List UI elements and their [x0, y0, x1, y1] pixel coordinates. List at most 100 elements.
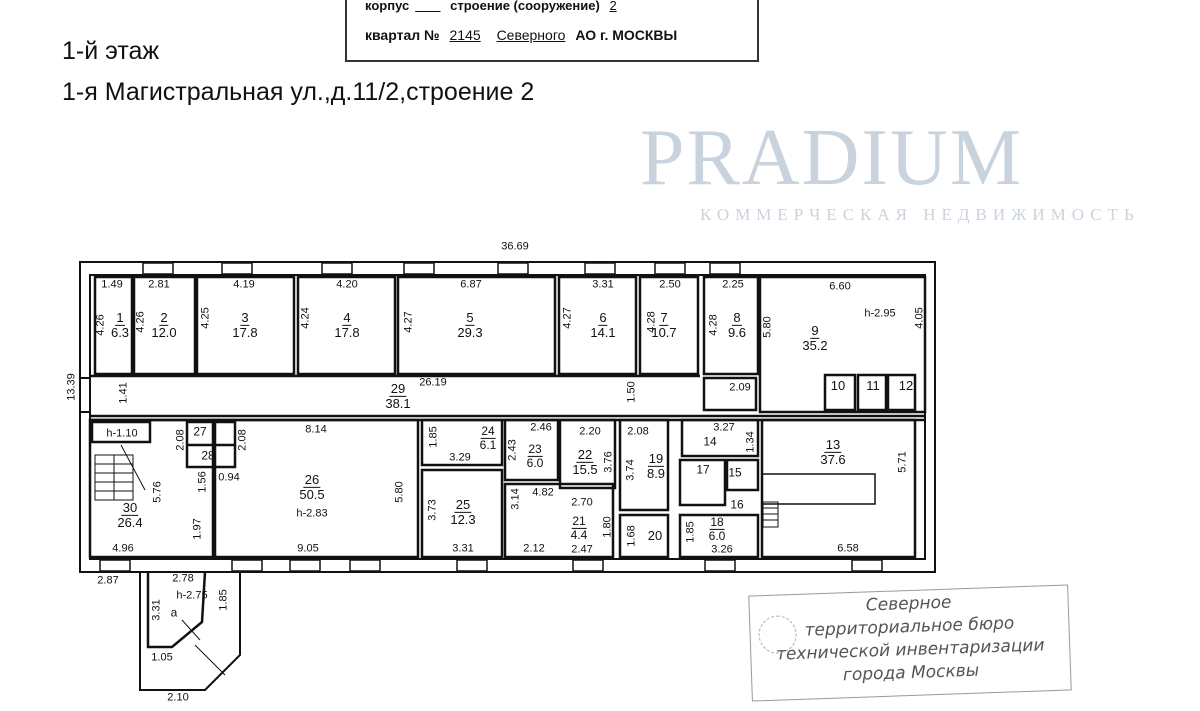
quarter-label: квартал № — [365, 27, 440, 43]
dimension-label: 5.71 — [896, 451, 909, 473]
building-label: корпус — [365, 0, 410, 13]
dimension-label: 8.14 — [305, 423, 327, 436]
dimension-label: 2.08 — [174, 429, 187, 451]
dimension-label: 5.80 — [393, 481, 406, 503]
dimension-label: 2.43 — [506, 439, 519, 461]
dimension-label: 2.87 — [97, 574, 119, 587]
dimension-label: 4.26 — [134, 311, 147, 333]
dimension-label: 3.74 — [624, 459, 637, 481]
dimension-label: 4.05 — [913, 307, 926, 329]
dimension-label: 1.56 — [196, 471, 209, 493]
dimension-label: 2.09 — [729, 381, 751, 394]
dimension-label: 4.96 — [112, 542, 134, 555]
dimension-label: 1.85 — [427, 426, 440, 448]
structure-value: 2 — [609, 0, 617, 13]
room-11: 11 — [866, 378, 880, 394]
dimension-label: 2.70 — [571, 496, 593, 509]
dimension-label: 4.25 — [199, 307, 212, 329]
room-17: 17 — [696, 462, 710, 477]
height-label: h-2.75 — [176, 589, 208, 602]
dimension-label: 1.34 — [744, 431, 757, 453]
dimension-label: 2.47 — [571, 543, 593, 556]
dimension-label: 3.26 — [711, 543, 733, 556]
dimension-label: 1.50 — [625, 381, 638, 403]
room-15: 15 — [728, 465, 742, 480]
bti-approval-stamp: Северное территориальное бюро техническо… — [748, 584, 1072, 702]
dimension-label: 1.85 — [684, 521, 697, 543]
height-label: h-1.10 — [106, 427, 138, 440]
bti-header-stamp: корпус строение (сооружение) 2 квартал №… — [345, 0, 759, 62]
windows — [99, 262, 883, 572]
watermark-tagline: КОММЕРЧЕСКАЯ НЕДВИЖИМОСТЬ — [700, 205, 1140, 224]
room-28: 28 — [201, 448, 215, 463]
dimension-label: 1.49 — [101, 278, 123, 291]
dimension-label: 6.58 — [837, 542, 859, 555]
room-10: 10 — [830, 378, 846, 394]
dimension-label: 2.08 — [627, 425, 649, 438]
dimension-label: 4.82 — [532, 486, 554, 499]
dimension-label: 3.31 — [150, 599, 163, 621]
dimension-label: 2.46 — [530, 421, 552, 434]
dimension-label: 26.19 — [419, 376, 447, 389]
address-title: 1-я Магистральная ул.,д.11/2,строение 2 — [62, 78, 535, 106]
dimension-label: 1.41 — [117, 382, 130, 404]
height-label: h-2.95 — [864, 307, 896, 320]
quarter-number: 2145 — [449, 27, 481, 43]
interior-walls — [88, 275, 927, 559]
dimension-label: 1.05 — [151, 651, 173, 664]
dimension-label: 9.05 — [297, 542, 319, 555]
room-vestibule-a: а — [170, 605, 178, 620]
dimension-label: 3.14 — [509, 488, 522, 510]
dimension-label: 6.87 — [460, 278, 482, 291]
dimension-label: 36.69 — [501, 240, 529, 253]
dimension-label: 1.97 — [191, 518, 204, 540]
dimension-label: 2.08 — [236, 429, 249, 451]
room-12: 12 — [898, 378, 914, 394]
height-label: h-2.83 — [296, 507, 328, 520]
dimension-label: 4.27 — [561, 307, 574, 329]
building-line: корпус строение (сооружение) 2 — [365, 0, 623, 13]
floor-title: 1-й этаж — [62, 37, 160, 65]
dimension-label: 1.80 — [601, 516, 614, 538]
structure-label: строение (сооружение) — [450, 0, 600, 13]
room-27: 27 — [193, 424, 207, 439]
room-20: 20 — [647, 528, 663, 544]
dimension-label: 5.76 — [151, 481, 164, 503]
quarter-line: квартал № 2145 Северного АО г. МОСКВЫ — [365, 27, 677, 43]
dimension-label: 4.26 — [94, 314, 107, 336]
dimension-label: 3.76 — [602, 451, 615, 473]
dimension-label: 3.29 — [449, 451, 471, 464]
dimension-label: 2.50 — [659, 278, 681, 291]
dimension-label: 2.10 — [167, 691, 189, 704]
dimension-label: 2.25 — [722, 278, 744, 291]
dimension-label: 2.81 — [148, 278, 170, 291]
dimension-label: 2.20 — [579, 425, 601, 438]
district-name: Северного — [496, 27, 566, 43]
dimension-label: 3.31 — [592, 278, 614, 291]
dimension-label: 4.20 — [336, 278, 358, 291]
dimension-label: 4.24 — [299, 307, 312, 329]
dimension-label: 3.27 — [713, 421, 735, 434]
dimension-label: 1.85 — [217, 589, 230, 611]
dimension-label: 2.12 — [523, 542, 545, 555]
dimension-label: 13.39 — [65, 373, 78, 401]
